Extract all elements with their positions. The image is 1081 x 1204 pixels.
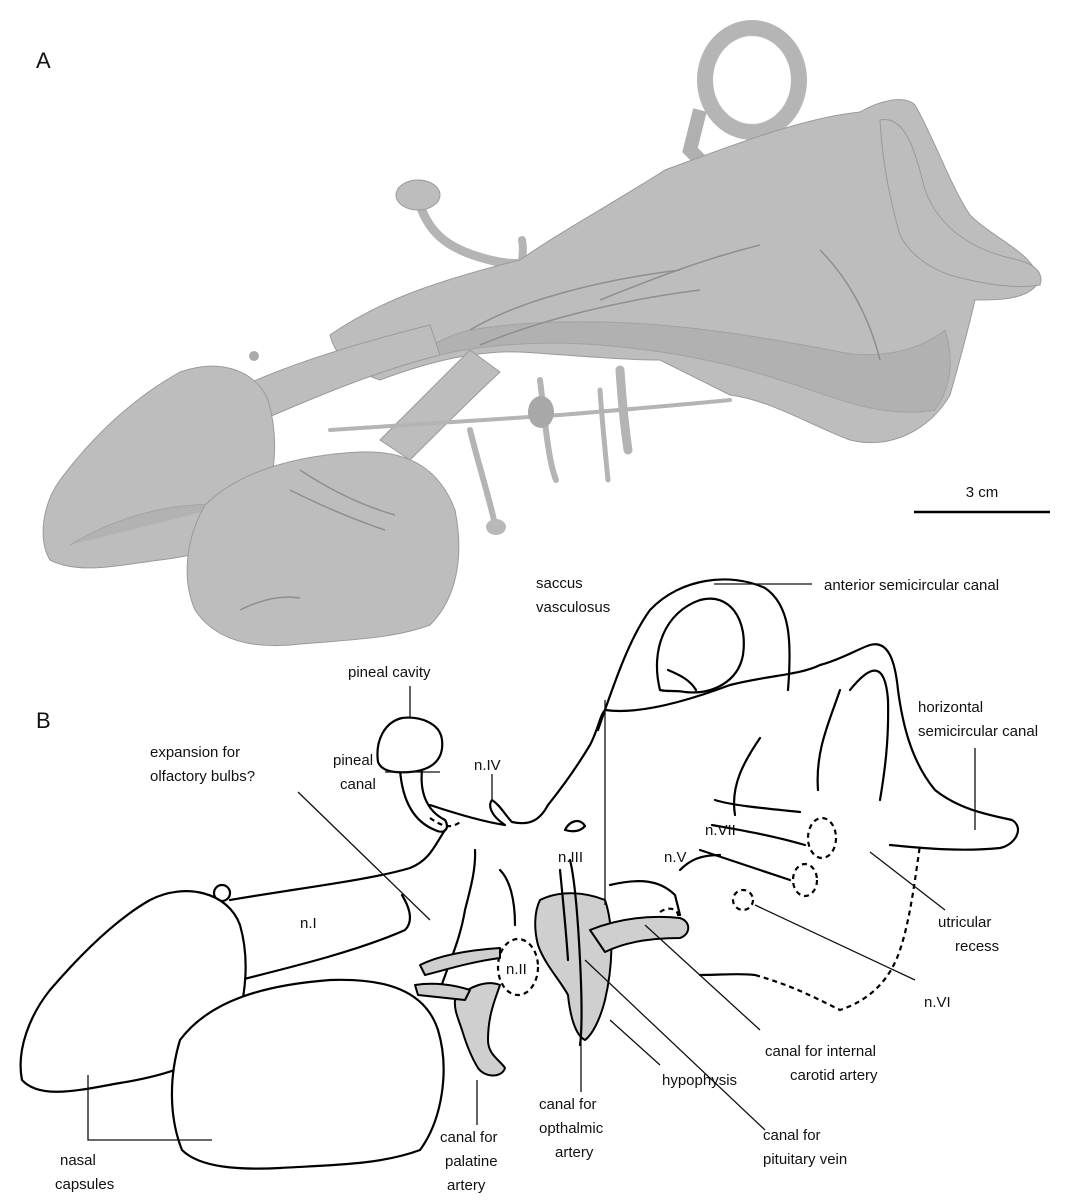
label-n-ii: n.II: [506, 961, 527, 978]
label-opthalmic-1: canal for: [539, 1096, 597, 1113]
label-opthalmic-3: artery: [555, 1144, 594, 1161]
panel-a-label: A: [36, 48, 51, 73]
label-horizontal-2: semicircular canal: [918, 723, 1038, 740]
label-n-iv: n.IV: [474, 757, 501, 774]
render-vessel-1-end: [486, 519, 506, 535]
label-nasal-2: capsules: [55, 1176, 114, 1193]
panel-b-label: B: [36, 708, 51, 733]
label-pituitary-2: pituitary vein: [763, 1151, 847, 1168]
label-pineal-cavity: pineal cavity: [348, 664, 431, 681]
drawing-ventral-mid-2: [500, 870, 515, 925]
leader-utricular: [870, 852, 945, 910]
scale-bar-label: 3 cm: [966, 484, 999, 501]
drawing-horizontal-canal-inner: [850, 671, 888, 800]
drawing-olfactory-dorsal: [230, 830, 445, 900]
drawing-n-v-outline: [610, 881, 680, 915]
panel-b-drawing: B: [21, 575, 1038, 1194]
label-n-vii: n.VII: [705, 822, 736, 839]
drawing-pineal-cavity: [377, 718, 442, 773]
label-saccus-1: saccus: [536, 575, 583, 592]
drawing-foramen-2: [793, 864, 817, 896]
drawing-olfactory-ventral: [240, 895, 410, 980]
label-expansion-2: olfactory bulbs?: [150, 768, 255, 785]
label-carotid-2: carotid artery: [790, 1067, 878, 1084]
label-palatine-3: artery: [447, 1177, 486, 1194]
label-n-vi: n.VI: [924, 994, 951, 1011]
render-vessel-2: [540, 380, 556, 480]
leader-n-vi: [755, 905, 915, 980]
drawing-horizontal-canal: [870, 644, 1018, 849]
label-horizontal-1: horizontal: [918, 699, 983, 716]
render-small-knob: [249, 351, 259, 361]
drawing-palatine-branch-1: [420, 948, 500, 975]
drawing-n-vii-3: [700, 850, 790, 880]
drawing-canal-crus: [668, 670, 696, 690]
drawing-foramen-1: [808, 818, 836, 858]
leader-hypophysis: [610, 1020, 660, 1065]
label-hypophysis: hypophysis: [662, 1072, 737, 1089]
leader-olfactory-bulbs: [298, 792, 430, 920]
render-hypophysis-blob: [528, 396, 554, 428]
panel-a-render: A: [36, 28, 1041, 646]
render-vessel-3: [600, 390, 608, 480]
drawing-anterior-canal-inner: [657, 599, 744, 693]
label-n-v: n.V: [664, 849, 687, 866]
drawing-dorsal-outline: [548, 645, 870, 805]
drawing-lateral-edge: [734, 738, 760, 815]
drawing-n-vii-1: [715, 800, 800, 812]
label-opthalmic-2: opthalmic: [539, 1120, 604, 1137]
render-pineal-cavity: [396, 180, 440, 210]
scale-bar: 3 cm: [914, 484, 1050, 512]
label-saccus-2: vasculosus: [536, 599, 610, 616]
drawing-mid-dorsal: [430, 800, 548, 825]
label-n-i: n.I: [300, 915, 317, 932]
label-utricular-1: utricular: [938, 914, 991, 931]
render-semicircular-loop: [705, 28, 799, 132]
drawing-small-loop: [565, 821, 585, 831]
drawing-pineal-stalk: [400, 770, 447, 832]
label-palatine-2: palatine: [445, 1153, 498, 1170]
label-expansion-1: expansion for: [150, 744, 240, 761]
leader-internal-carotid: [645, 925, 760, 1030]
label-pituitary-1: canal for: [763, 1127, 821, 1144]
label-pineal-canal-2: canal: [340, 776, 376, 793]
drawing-ventral-post: [700, 974, 755, 975]
drawing-hypophysis: [535, 893, 611, 1040]
drawing-foramen-n-vi: [733, 890, 753, 910]
label-pineal-canal-1: pineal: [333, 752, 373, 769]
render-vessel-1: [470, 430, 495, 525]
label-anterior-canal: anterior semicircular canal: [824, 577, 999, 594]
label-nasal-1: nasal: [60, 1152, 96, 1169]
label-utricular-2: recess: [955, 938, 999, 955]
label-n-iii: n.III: [558, 849, 583, 866]
drawing-palatine-branch-2: [415, 984, 470, 1000]
drawing-canal-crus-2: [818, 690, 840, 790]
leader-pituitary-vein: [585, 960, 765, 1130]
label-palatine-1: canal for: [440, 1129, 498, 1146]
drawing-dashed-posterior: [755, 845, 920, 1010]
label-carotid-1: canal for internal: [765, 1043, 876, 1060]
